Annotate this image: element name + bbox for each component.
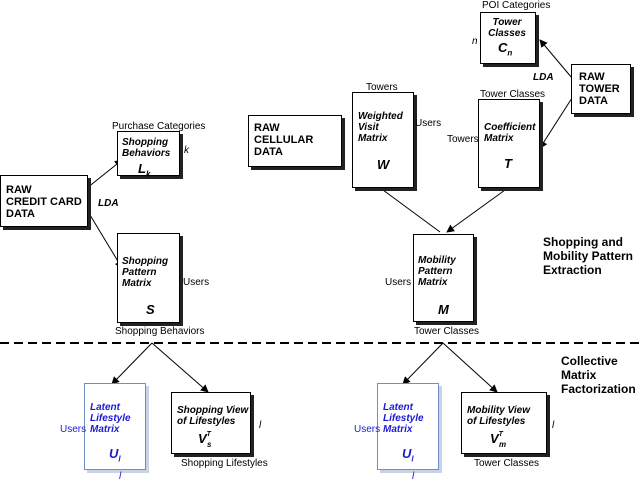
shopping-behaviors-k-label: k [184, 145, 189, 156]
arrow-tower-to-coefficient [539, 97, 573, 149]
coefficient-box: Coefficient Matrix T [478, 99, 540, 188]
tower-classes-bottom-label: Tower Classes [474, 458, 540, 469]
latent-lifestyle-left-box: Latent Lifestyle Matrix Ul [84, 383, 146, 470]
shopping-pattern-symbol: S [146, 302, 155, 317]
raw-tower-box: RAW TOWER DATA [571, 64, 631, 114]
shopping-behaviors-title: Shopping Behaviors [122, 137, 171, 159]
shopping-pattern-title: Shopping Pattern Matrix [122, 256, 169, 289]
tower-classes-box: Tower Classes Cn [480, 12, 536, 64]
mobility-pattern-symbol: M [438, 302, 449, 317]
arrow-mobility-to-latent [402, 342, 444, 385]
arrow-coefficient-to-mobility [446, 189, 506, 233]
purchase-categories-label: Purchase Categories [112, 121, 206, 132]
latent-left-users-label: Users [60, 424, 87, 435]
factorization-section-title: Collective Matrix Factorization [561, 354, 636, 396]
mobility-view-title: Mobility View of Lifestyles [467, 405, 530, 427]
raw-credit-card-label: RAW CREDIT CARD DATA [6, 184, 82, 220]
raw-cellular-label: RAW CELLULAR DATA [254, 122, 314, 158]
arrow-weighted-to-mobility [382, 189, 441, 233]
coefficient-top-label: Tower Classes [480, 89, 546, 100]
latent-right-symbol: Ul [402, 446, 414, 464]
weighted-visit-symbol: W [377, 157, 390, 172]
latent-left-title: Latent Lifestyle Matrix [90, 402, 131, 435]
latent-right-title: Latent Lifestyle Matrix [383, 402, 424, 435]
weighted-visit-box: Weighted Visit Matrix W [352, 92, 414, 188]
shopping-pattern-bottom-label: Shopping Behaviors [115, 326, 205, 337]
poi-categories-label: POI Categories [482, 0, 551, 11]
shopping-view-symbol: VTs [198, 431, 212, 449]
shopping-lifestyles-label: Shopping Lifestyles [181, 458, 268, 469]
arrow-shopping-to-view [151, 342, 209, 393]
latent-lifestyle-right-box: Latent Lifestyle Matrix Ul [377, 383, 439, 470]
weighted-users-label: Users [415, 118, 442, 129]
raw-credit-card-box: RAW CREDIT CARD DATA [0, 175, 88, 227]
shopping-view-l-label: l [259, 420, 262, 431]
shopping-behaviors-box: Shopping Behaviors Lk [117, 131, 180, 179]
latent-left-symbol: Ul [109, 446, 121, 464]
arrow-shopping-to-latent [111, 342, 153, 385]
latent-right-users-label: Users [354, 424, 381, 435]
extraction-section-title: Shopping and Mobility Pattern Extraction [543, 235, 634, 277]
arrow-credit-to-behaviors [86, 159, 123, 189]
mobility-view-l-label: l [552, 420, 555, 431]
arrow-tower-to-classes [539, 39, 573, 79]
mobility-bottom-label: Tower Classes [414, 326, 480, 337]
tower-classes-symbol: Cn [498, 40, 513, 58]
latent-right-l-label: l [412, 471, 415, 482]
shopping-view-box: Shopping View of Lifestyles VTs [171, 392, 251, 454]
weighted-towers-label: Towers [366, 82, 398, 93]
mobility-view-symbol: VTm [490, 431, 507, 449]
arrow-credit-to-pattern [86, 209, 123, 269]
coefficient-towers-label: Towers [447, 134, 479, 145]
arrow-mobility-to-view [442, 342, 498, 393]
shopping-pattern-users-label: Users [183, 277, 210, 288]
tower-classes-n-label: n [472, 36, 478, 47]
weighted-visit-title: Weighted Visit Matrix [358, 111, 403, 144]
mobility-pattern-box: Mobility Pattern Matrix M [413, 234, 474, 322]
mobility-pattern-title: Mobility Pattern Matrix [418, 255, 456, 288]
mobility-users-label: Users [385, 277, 412, 288]
tower-classes-title: Tower Classes [488, 17, 526, 39]
mobility-view-box: Mobility View of Lifestyles VTm [461, 392, 547, 454]
shopping-pattern-box: Shopping Pattern Matrix S [117, 233, 180, 323]
raw-cellular-box: RAW CELLULAR DATA [248, 115, 342, 167]
raw-tower-label: RAW TOWER DATA [579, 71, 620, 107]
shopping-behaviors-symbol: Lk [138, 161, 151, 179]
lda-left-label: LDA [98, 198, 119, 209]
shopping-view-title: Shopping View of Lifestyles [177, 405, 249, 427]
coefficient-symbol: T [504, 156, 512, 171]
latent-left-l-label: l [119, 471, 122, 482]
coefficient-title: Coefficient Matrix [484, 122, 536, 144]
lda-right-label: LDA [533, 72, 554, 83]
